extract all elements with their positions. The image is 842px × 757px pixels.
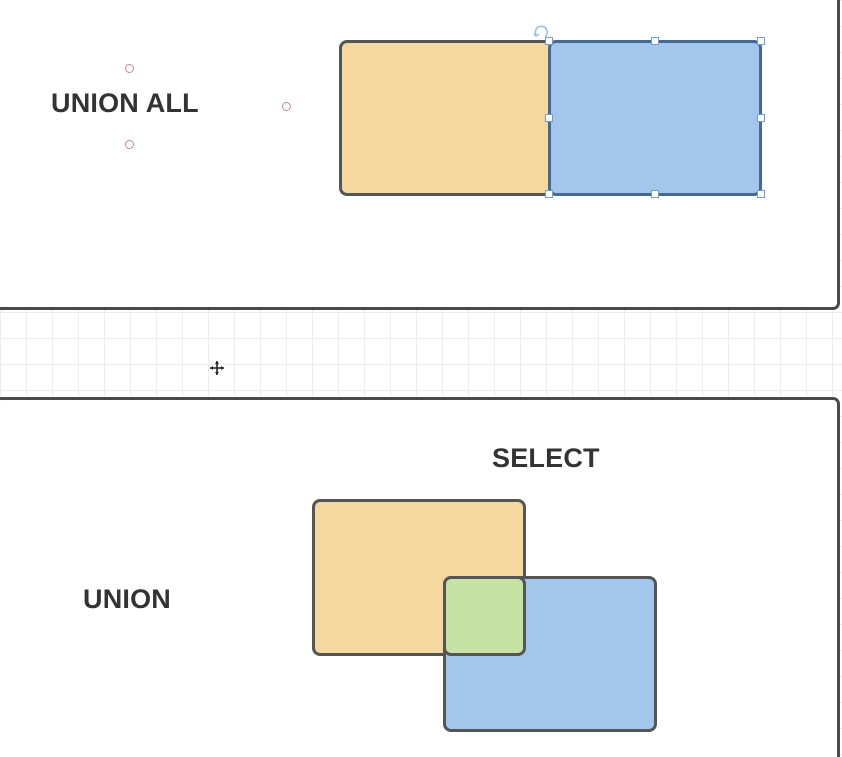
union-all-left-set-shape[interactable] [339, 40, 553, 196]
resize-handle-top-right[interactable] [757, 37, 765, 45]
move-cursor-icon [210, 361, 224, 375]
resize-handle-bottom[interactable] [651, 190, 659, 198]
resize-handle-top-left[interactable] [545, 37, 553, 45]
resize-handle-top[interactable] [651, 37, 659, 45]
union-all-label[interactable]: UNION ALL [51, 88, 199, 118]
connection-point-icon[interactable] [125, 64, 134, 73]
select-label[interactable]: SELECT [492, 443, 600, 473]
union-overlap-shape[interactable] [443, 576, 526, 656]
resize-handle-bottom-right[interactable] [757, 190, 765, 198]
connection-point-icon[interactable] [125, 140, 134, 149]
resize-handle-right[interactable] [757, 114, 765, 122]
connection-point-icon[interactable] [282, 102, 291, 111]
resize-handle-left[interactable] [545, 114, 553, 122]
resize-handle-bottom-left[interactable] [545, 190, 553, 198]
union-all-right-set-shape[interactable] [548, 40, 762, 196]
union-label[interactable]: UNION [83, 584, 171, 614]
rotate-handle-icon[interactable] [533, 24, 549, 40]
